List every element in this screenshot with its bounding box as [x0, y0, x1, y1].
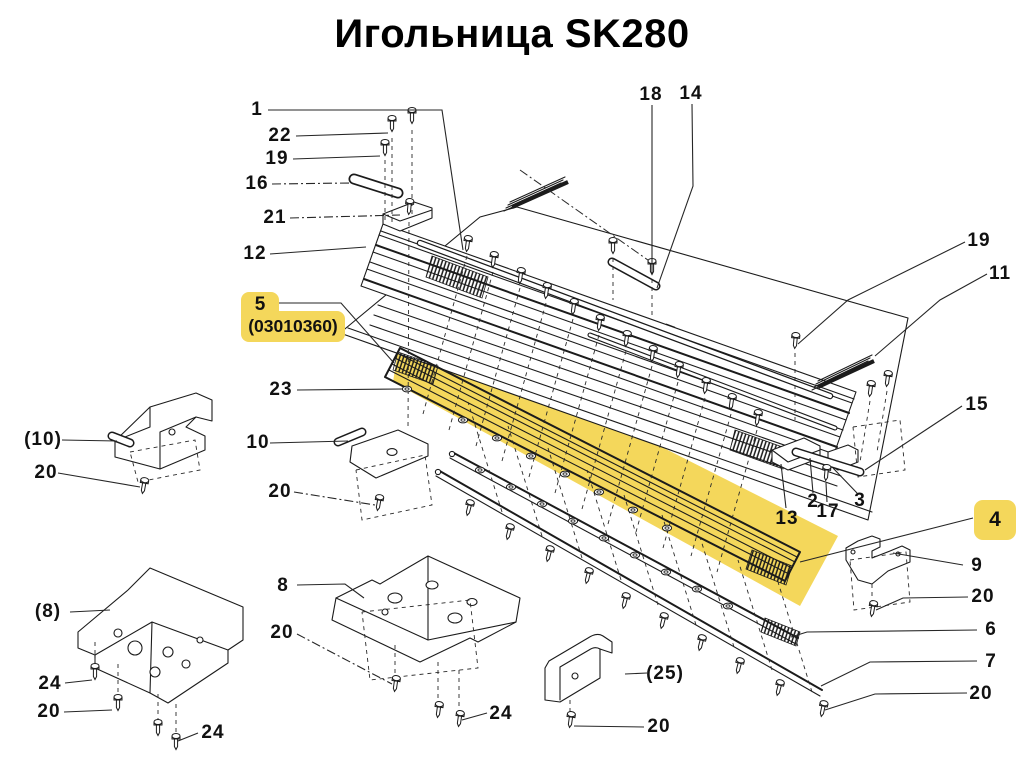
callout-7: 7 [985, 651, 997, 672]
part-15-bar [791, 447, 865, 477]
leader-lines [57, 103, 988, 742]
callout-15: 15 [965, 394, 989, 415]
callout-23: 23 [269, 379, 293, 400]
callout-20-g: 20 [647, 716, 671, 737]
callout-20-e: 20 [37, 701, 61, 722]
part-presser-bar [607, 257, 661, 291]
callout-20-c: 20 [971, 586, 995, 607]
assembly-guide-lines [384, 130, 888, 693]
callout-8: 8 [277, 575, 289, 596]
callout-20-a: 20 [34, 462, 58, 483]
part-bracket-10 [333, 427, 433, 521]
callout-24-c: 24 [489, 703, 513, 724]
callout-20-b: 20 [268, 481, 292, 502]
callout-21: 21 [263, 207, 287, 228]
callout-17: 17 [816, 501, 840, 522]
part-needle-bed-5 [384, 347, 801, 586]
callout-20-f: 20 [270, 622, 294, 643]
callout-6: 6 [985, 619, 997, 640]
callout-16: 16 [245, 173, 269, 194]
callout-10-paren: (10) [24, 429, 62, 450]
callout-11: 11 [988, 263, 1012, 284]
callout-9: 9 [971, 555, 983, 576]
highlight-note-code: (03010360) [241, 311, 345, 342]
callout-25-paren: (25) [646, 663, 684, 684]
page-title: Игольница SK280 [334, 12, 690, 56]
callout-24-a: 24 [38, 673, 62, 694]
callout-19-right: 19 [967, 230, 991, 251]
callout-18: 18 [639, 84, 663, 105]
callout-2: 2 [807, 491, 819, 512]
highlight-band-part5 [393, 330, 838, 606]
callout-12: 12 [243, 243, 267, 264]
callout-19-left: 19 [265, 148, 289, 169]
part-plate-8p [77, 567, 244, 740]
callout-24-b: 24 [201, 722, 225, 743]
callout-10: 10 [246, 432, 270, 453]
callout-4-highlighted: 4 [974, 500, 1016, 540]
part-needle-bundle-11 [811, 354, 875, 391]
callout-8-paren: (8) [34, 601, 62, 622]
callout-14: 14 [679, 83, 703, 104]
part-plate-8 [331, 555, 521, 717]
part-rail-7 [434, 468, 823, 697]
callout-1: 1 [251, 99, 263, 120]
callout-13: 13 [775, 508, 799, 529]
part-16-bar [348, 173, 404, 199]
callout-22: 22 [268, 125, 292, 146]
callout-3: 3 [854, 490, 866, 511]
callout-20-d: 20 [969, 683, 993, 704]
part-bracket-25 [544, 633, 613, 717]
part-needle-bundle-top [503, 176, 569, 212]
part-bracket-10p [107, 392, 213, 483]
